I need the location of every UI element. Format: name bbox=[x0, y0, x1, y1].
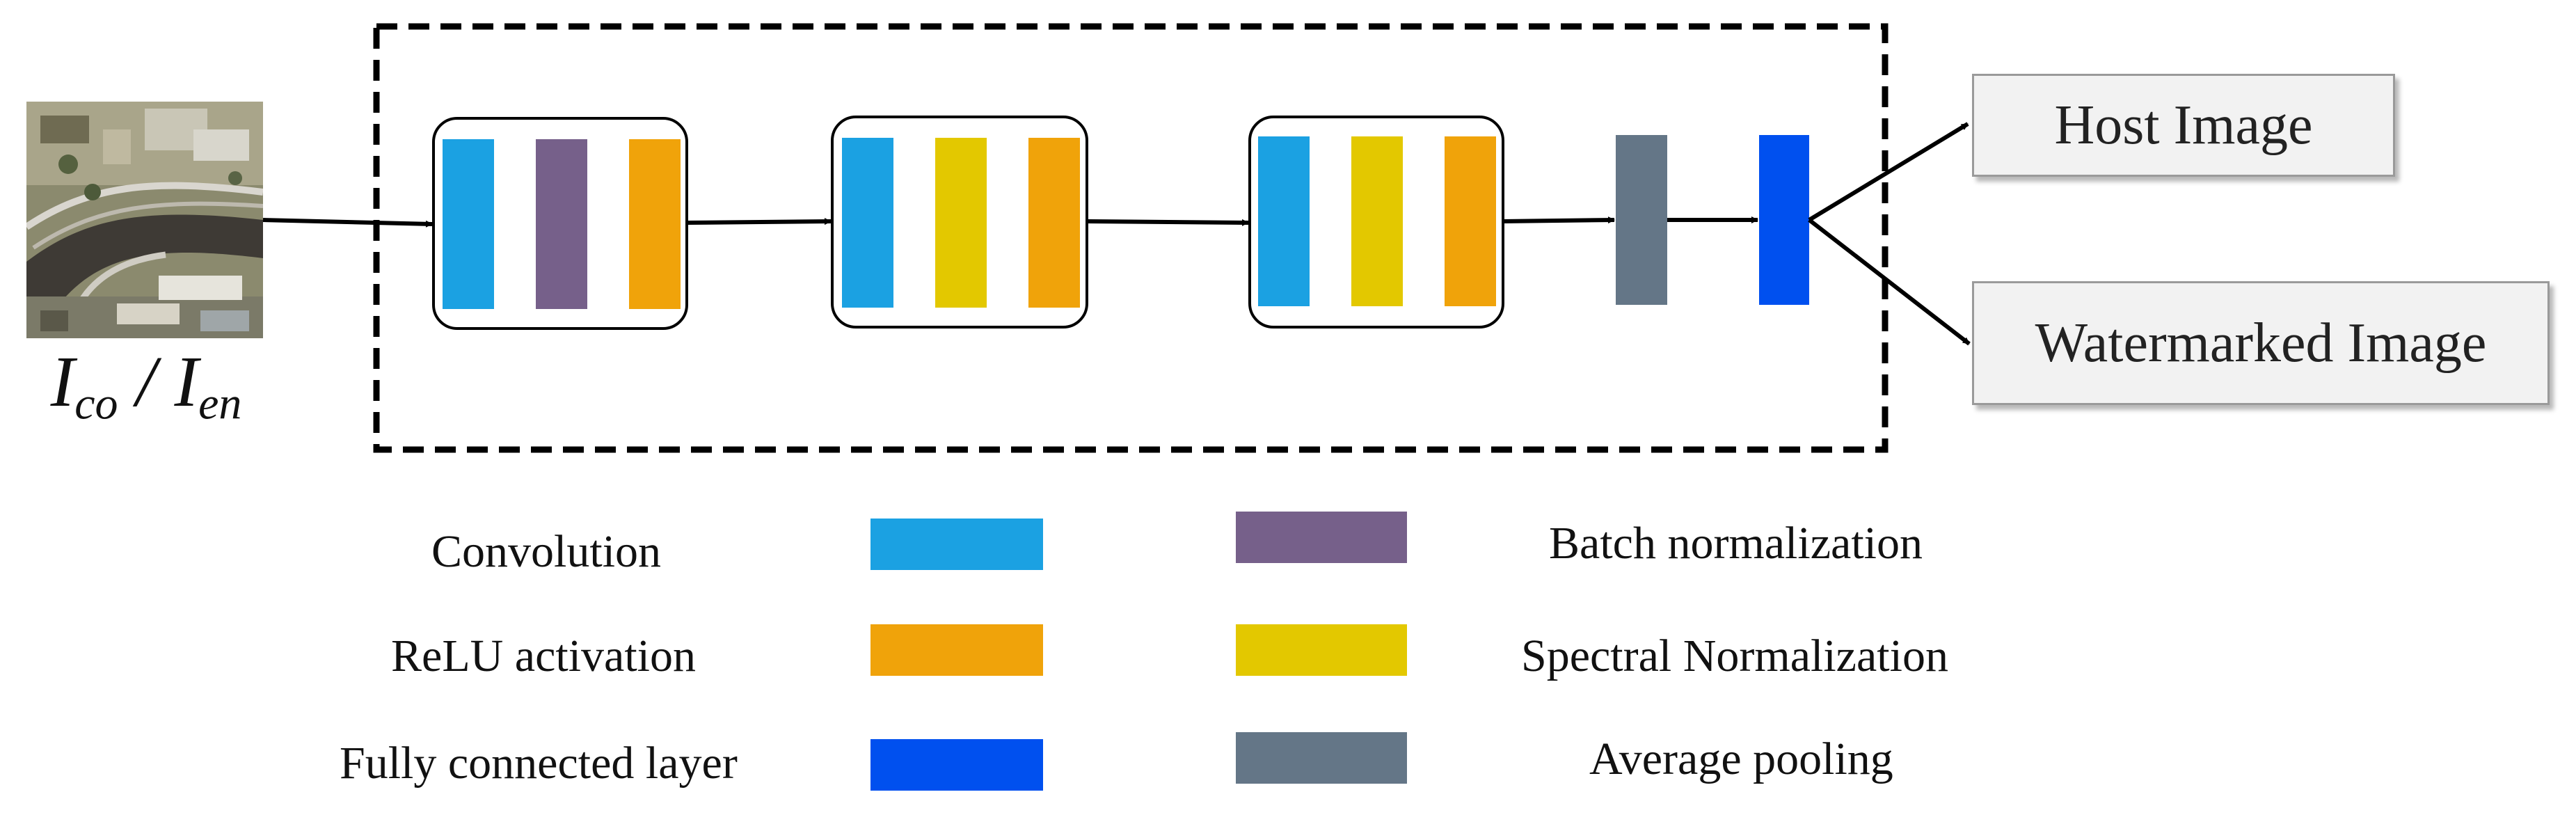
watermarked-image-label: Watermarked Image bbox=[2035, 312, 2487, 374]
legend-swatch-spectral-normalization bbox=[1236, 624, 1407, 676]
convolution-layer bbox=[1258, 136, 1310, 306]
aerial-input-image bbox=[26, 102, 263, 338]
relu-activation-layer bbox=[1028, 138, 1080, 308]
watermarked-image-output: Watermarked Image bbox=[1972, 281, 2550, 405]
legend-label-batch-normalization: Batch normalization bbox=[1549, 518, 1923, 569]
host-image-output: Host Image bbox=[1972, 74, 2395, 177]
arrow-fc-to-watermarked bbox=[1808, 218, 1971, 346]
fully-connected-layer bbox=[1759, 135, 1809, 305]
legend-swatch-convolution bbox=[870, 519, 1043, 570]
convolution-layer bbox=[842, 138, 893, 308]
legend-label-spectral-normalization: Spectral Normalization bbox=[1521, 631, 1948, 681]
arrow-block1-to-block2 bbox=[686, 218, 832, 225]
legend-swatch-batch-normalization bbox=[1236, 512, 1407, 563]
legend-label-average-pooling: Average pooling bbox=[1589, 734, 1893, 784]
legend-swatch-relu-activation bbox=[870, 624, 1043, 676]
legend-label-convolution: Convolution bbox=[431, 526, 662, 577]
input-label: Ico / Ien bbox=[50, 342, 242, 429]
arrow-block2-to-block3 bbox=[1086, 219, 1249, 226]
legend-swatch-fully-connected bbox=[870, 739, 1043, 791]
spectral-normalization-layer bbox=[1351, 136, 1403, 306]
legend-swatch-average-pooling bbox=[1236, 732, 1407, 784]
batch-normalization-layer bbox=[536, 139, 587, 309]
average-pooling-layer bbox=[1616, 135, 1667, 305]
convolution-layer bbox=[443, 139, 494, 309]
host-image-label: Host Image bbox=[2054, 94, 2313, 156]
relu-activation-layer bbox=[629, 139, 681, 309]
arrow-fc-to-host bbox=[1808, 122, 1969, 222]
network-dashed-frame bbox=[373, 23, 1889, 453]
legend-label-fully-connected: Fully connected layer bbox=[340, 738, 738, 789]
spectral-normalization-layer bbox=[935, 138, 987, 308]
legend-label-relu-activation: ReLU activation bbox=[391, 631, 697, 681]
relu-activation-layer bbox=[1445, 136, 1496, 306]
arrow-block3-to-pooling bbox=[1502, 216, 1615, 224]
arrow-input-to-block1 bbox=[262, 218, 433, 228]
